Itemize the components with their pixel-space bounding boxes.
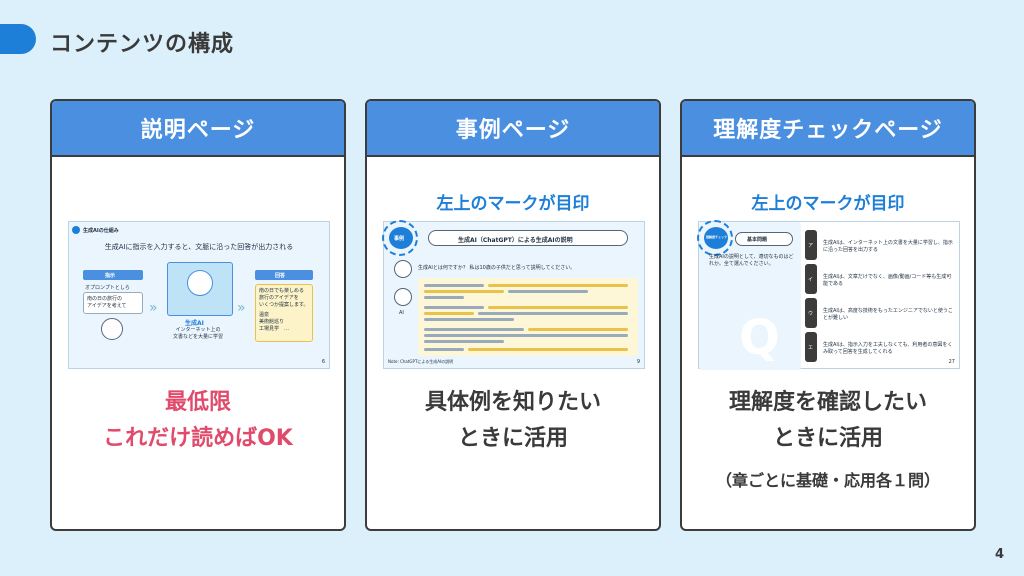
robot-icon — [187, 270, 213, 296]
robot-icon — [394, 288, 412, 306]
card-caption-line1: 最低限 — [164, 390, 231, 415]
headline-box — [428, 230, 628, 246]
page-title: コンテンツの構成 — [50, 32, 235, 57]
arrow-right-icon: » — [237, 300, 246, 316]
card-check-page: 理解度チェックページ 左上のマークが目印 理解度チェック 基本問題 生成AIの説… — [680, 99, 976, 531]
thumb-option-text: 生成AIは、インターネット上の文書を大量に学習し、指示に沿った回答を出力する — [823, 240, 953, 253]
person-icon — [101, 318, 123, 340]
thumb-option-key: イ — [808, 277, 814, 283]
option-key-box — [805, 332, 817, 362]
right-label-box — [255, 270, 313, 280]
thumb-headline: 生成AI（ChatGPT）による生成AIの説明 — [458, 237, 573, 244]
mark-note: 左上のマークが目印 — [436, 194, 590, 214]
check-thumbnail: 理解度チェック 基本問題 生成AIの説明として、適切なものはどれか。全て選んでく… — [697, 220, 960, 370]
option-key-box — [805, 230, 817, 260]
right-answer-box: 南の日でも楽しめる 旅行のアイデアを いくつか提案します。 温泉 美術館巡り 工… — [255, 284, 313, 342]
card-title: 理解度チェックページ — [682, 101, 974, 157]
title-accent-bar — [0, 24, 36, 54]
thumb-footer: Note: ChatGPTによる生成AIの説明 — [388, 359, 454, 364]
card-caption-line1: 理解度を確認したい — [728, 390, 927, 415]
thumb-badge: 事例 — [394, 236, 405, 242]
card-caption-line1: 具体例を知りたい — [424, 390, 601, 415]
card-explanation-page: 説明ページ 生成AIの仕組み 生成AIに指示を入力すると、文脈に沿った回答が出力… — [50, 99, 346, 531]
thumb-option-key: エ — [808, 345, 814, 351]
highlight-ring — [697, 220, 733, 256]
card-sub-note: （章ごとに基礎・応用各１問） — [715, 471, 940, 490]
thumb-right-item: 温泉 — [259, 312, 270, 318]
thumb-level: 基本問題 — [747, 237, 768, 243]
thumb-right-text: 南の日でも楽しめる 旅行のアイデアを いくつか提案します。 — [259, 288, 309, 308]
thumb-option-text: 生成AIは、高度な技術をもったエンジニアでないと使うことが難しい — [823, 308, 953, 321]
thumb-right-label: 回答 — [275, 273, 286, 279]
left-text-box: 南の日の旅行の アイデアを考えて — [83, 292, 143, 314]
left-label-box — [83, 270, 143, 280]
page-number: 4 — [994, 547, 1004, 562]
thumb-badge: 理解度チェック — [706, 235, 728, 239]
thumb-page-number: 9 — [636, 359, 640, 365]
card-caption-line2: ときに活用 — [457, 426, 568, 451]
thumb-option-text: 生成AIは、文章だけでなく、画像/動画/コード等も生成可能である — [823, 274, 952, 287]
thumb-right-item: 工場見学 … — [259, 326, 290, 332]
check-badge — [704, 227, 728, 249]
highlight-ring — [382, 220, 418, 256]
thumb-option-text: 生成AIは、指示入力を工夫しなくても、利用者の意図をくみ取って回答を生成してくれ… — [823, 342, 953, 355]
explanation-thumbnail: 生成AIの仕組み 生成AIに指示を入力すると、文脈に沿った回答が出力される 指示… — [68, 221, 330, 369]
level-box — [735, 232, 793, 246]
mark-note: 左上のマークが目印 — [751, 194, 905, 214]
person-icon — [394, 260, 412, 278]
thumb-page-number: 27 — [948, 359, 955, 365]
thumb-page-number: 6 — [321, 359, 325, 365]
card-title: 事例ページ — [367, 101, 659, 157]
thumb-option-key: ア — [808, 243, 814, 249]
thumb-right-item: 美術館巡り — [259, 319, 285, 325]
thumb-option-key: ウ — [808, 311, 814, 317]
arrow-right-icon: » — [149, 300, 158, 316]
thumb-question: 生成AIの説明として、適切なものはどれか。全て選んでください。 — [709, 254, 794, 267]
thumb-question: 生成AIとは何ですか？ 私は10歳の子供だと思って説明してください。 — [418, 265, 576, 271]
example-badge — [389, 227, 413, 249]
card-caption-line2: これだけ読めばOK — [103, 426, 293, 451]
section-dot-icon — [72, 226, 80, 234]
thumb-q-letter: Q — [739, 310, 780, 366]
card-caption-line2: ときに活用 — [772, 426, 883, 451]
thumb-center-desc: インターネット上の 文書などを大量に学習 — [173, 327, 224, 340]
thumb-left-sub: オプロンプトとしら — [85, 285, 130, 291]
card-title: 説明ページ — [52, 101, 344, 157]
option-key-box — [805, 298, 817, 328]
thumb-headline: 生成AIに指示を入力すると、文脈に沿った回答が出力される — [104, 243, 294, 251]
thumb-left-text: 南の日の旅行の アイデアを考えて — [87, 296, 127, 309]
example-thumbnail: 事例 生成AI（ChatGPT）による生成AIの説明 生成AIとは何ですか？ 私… — [382, 220, 645, 369]
thumb-section: 生成AIの仕組み — [83, 228, 119, 234]
card-example-page: 事例ページ 左上のマークが目印 事例 生成AI（ChatGPT）による生成AIの… — [365, 99, 661, 531]
thumb-center-name: 生成AI — [185, 320, 204, 327]
thumb-ai-label: AI — [399, 310, 404, 316]
thumb-left-label: 指示 — [105, 273, 116, 279]
answer-box — [418, 278, 638, 356]
option-key-box — [805, 264, 817, 294]
